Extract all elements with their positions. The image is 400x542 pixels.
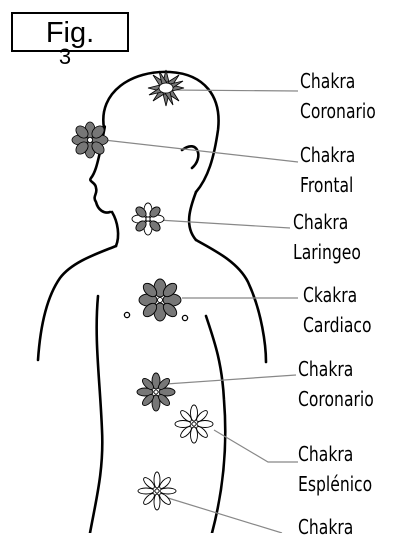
label-sacral-line1: Chakra [298, 512, 353, 542]
right-shoulder-arm [196, 240, 266, 362]
label-throat-line1: Chakra [293, 207, 361, 237]
label-spleen-chakra: Chakra Esplénico [298, 439, 372, 499]
right-nipple [182, 315, 187, 320]
label-frontal-line2: Frontal [300, 170, 355, 200]
label-throat-chakra: Chakra Laringeo [293, 207, 361, 267]
label-crown-chakra: Chakra Coronario [300, 66, 376, 126]
leader-line-sacral [168, 498, 282, 533]
throat-chakra-icon [132, 203, 164, 235]
label-solar-line1: Chakra [298, 354, 374, 384]
frontal-chakra-icon [72, 122, 108, 158]
neck-right [189, 192, 196, 240]
left-shoulder-arm [38, 246, 116, 360]
label-heart-chakra: Ckakra Cardiaco [303, 280, 372, 340]
label-heart-line2: Cardiaco [303, 310, 372, 340]
label-sacral-chakra: Chakra [298, 512, 353, 542]
heart-chakra-icon [139, 279, 181, 321]
leader-line-crown [170, 90, 298, 91]
sacral-chakra-icon [138, 472, 176, 510]
label-crown-line1: Chakra [300, 66, 376, 96]
leader-line-throat [158, 220, 290, 228]
left-torso [90, 296, 102, 533]
label-spleen-line1: Chakra [298, 439, 372, 469]
spleen-chakra-icon [175, 405, 213, 443]
left-nipple [124, 312, 129, 317]
crown-chakra-icon [148, 70, 184, 106]
label-frontal-chakra: Chakra Frontal [300, 140, 355, 200]
solar-plexus-chakra-icon [137, 373, 175, 411]
leader-line-frontal [104, 140, 298, 162]
leader-line-spleen [214, 430, 298, 462]
neck-left [112, 212, 118, 246]
label-heart-line1: Ckakra [303, 280, 372, 310]
label-solar-chakra: Chakra Coronario [298, 354, 374, 414]
label-spleen-line2: Esplénico [298, 469, 372, 499]
leader-line-solar [166, 375, 296, 384]
label-throat-line2: Laringeo [293, 237, 361, 267]
label-solar-line2: Coronario [298, 384, 374, 414]
label-frontal-line1: Chakra [300, 140, 355, 170]
label-crown-line2: Coronario [300, 96, 376, 126]
